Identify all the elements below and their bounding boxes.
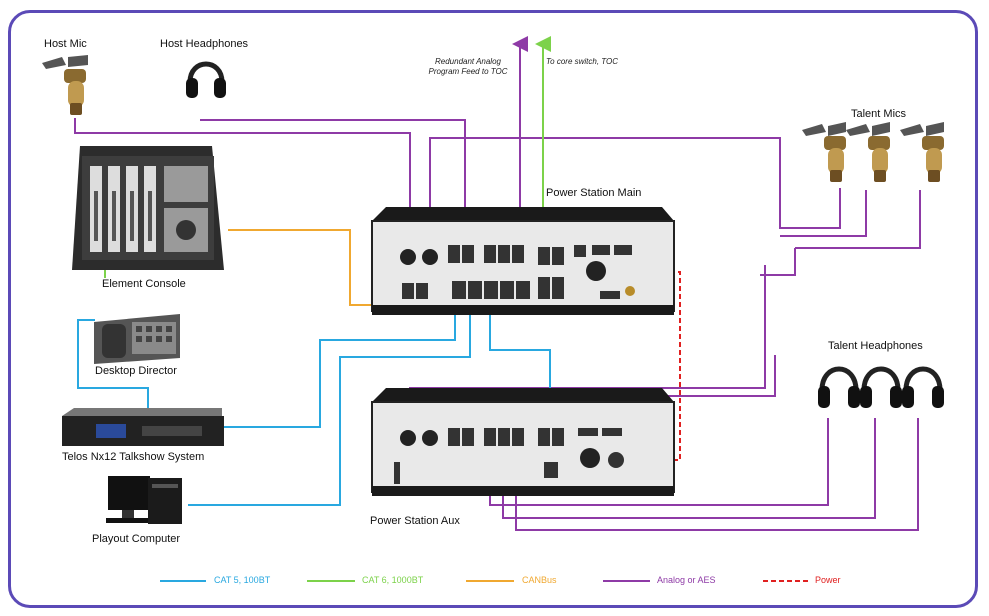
legend-label-canbus: CANBus [522,575,557,585]
power-station-main-label: Power Station Main [546,187,642,199]
talent-mic-icon [802,122,846,182]
computer-icon [106,476,182,524]
mixing-console-icon [72,146,224,270]
desktop-director-label: Desktop Director [95,365,177,377]
talent-headphones-label: Talent Headphones [828,340,923,352]
host-headphones-label: Host Headphones [160,38,249,50]
playout-computer-label: Playout Computer [92,533,181,545]
talent-mic-icon [846,122,890,182]
talent-headphones-icon [902,366,944,408]
legend-label-analog: Analog or AES [657,575,716,585]
phone-icon [94,314,180,364]
talent-mics-label: Talent Mics [851,108,907,120]
host-mic-icon [42,55,88,115]
toc-feed-note: Redundant Analog Program Feed to TOC [420,57,516,77]
talent-headphones-icon [860,366,902,408]
rack-unit-icon [62,408,224,446]
toc-feed-note-line1: Redundant Analog [435,57,501,66]
legend-label-power: Power [815,575,841,585]
legend-label-cat5: CAT 5, 100BT [214,575,271,585]
talent-mic-icon [900,122,944,182]
talkshow-system-label: Telos Nx12 Talkshow System [62,451,205,463]
power-station-aux-label: Power Station Aux [370,515,460,527]
talent-headphones-icon [818,366,860,408]
power-station-main-icon [371,207,675,315]
element-console-label: Element Console [102,278,186,290]
toc-feed-note-line2: Program Feed to TOC [428,67,508,76]
host-headphones-icon [186,61,226,98]
core-switch-note: To core switch, TOC [546,57,619,66]
power-station-aux-icon [371,388,675,496]
legend-label-cat6: CAT 6, 1000BT [362,575,424,585]
host-mic-label: Host Mic [44,38,87,50]
